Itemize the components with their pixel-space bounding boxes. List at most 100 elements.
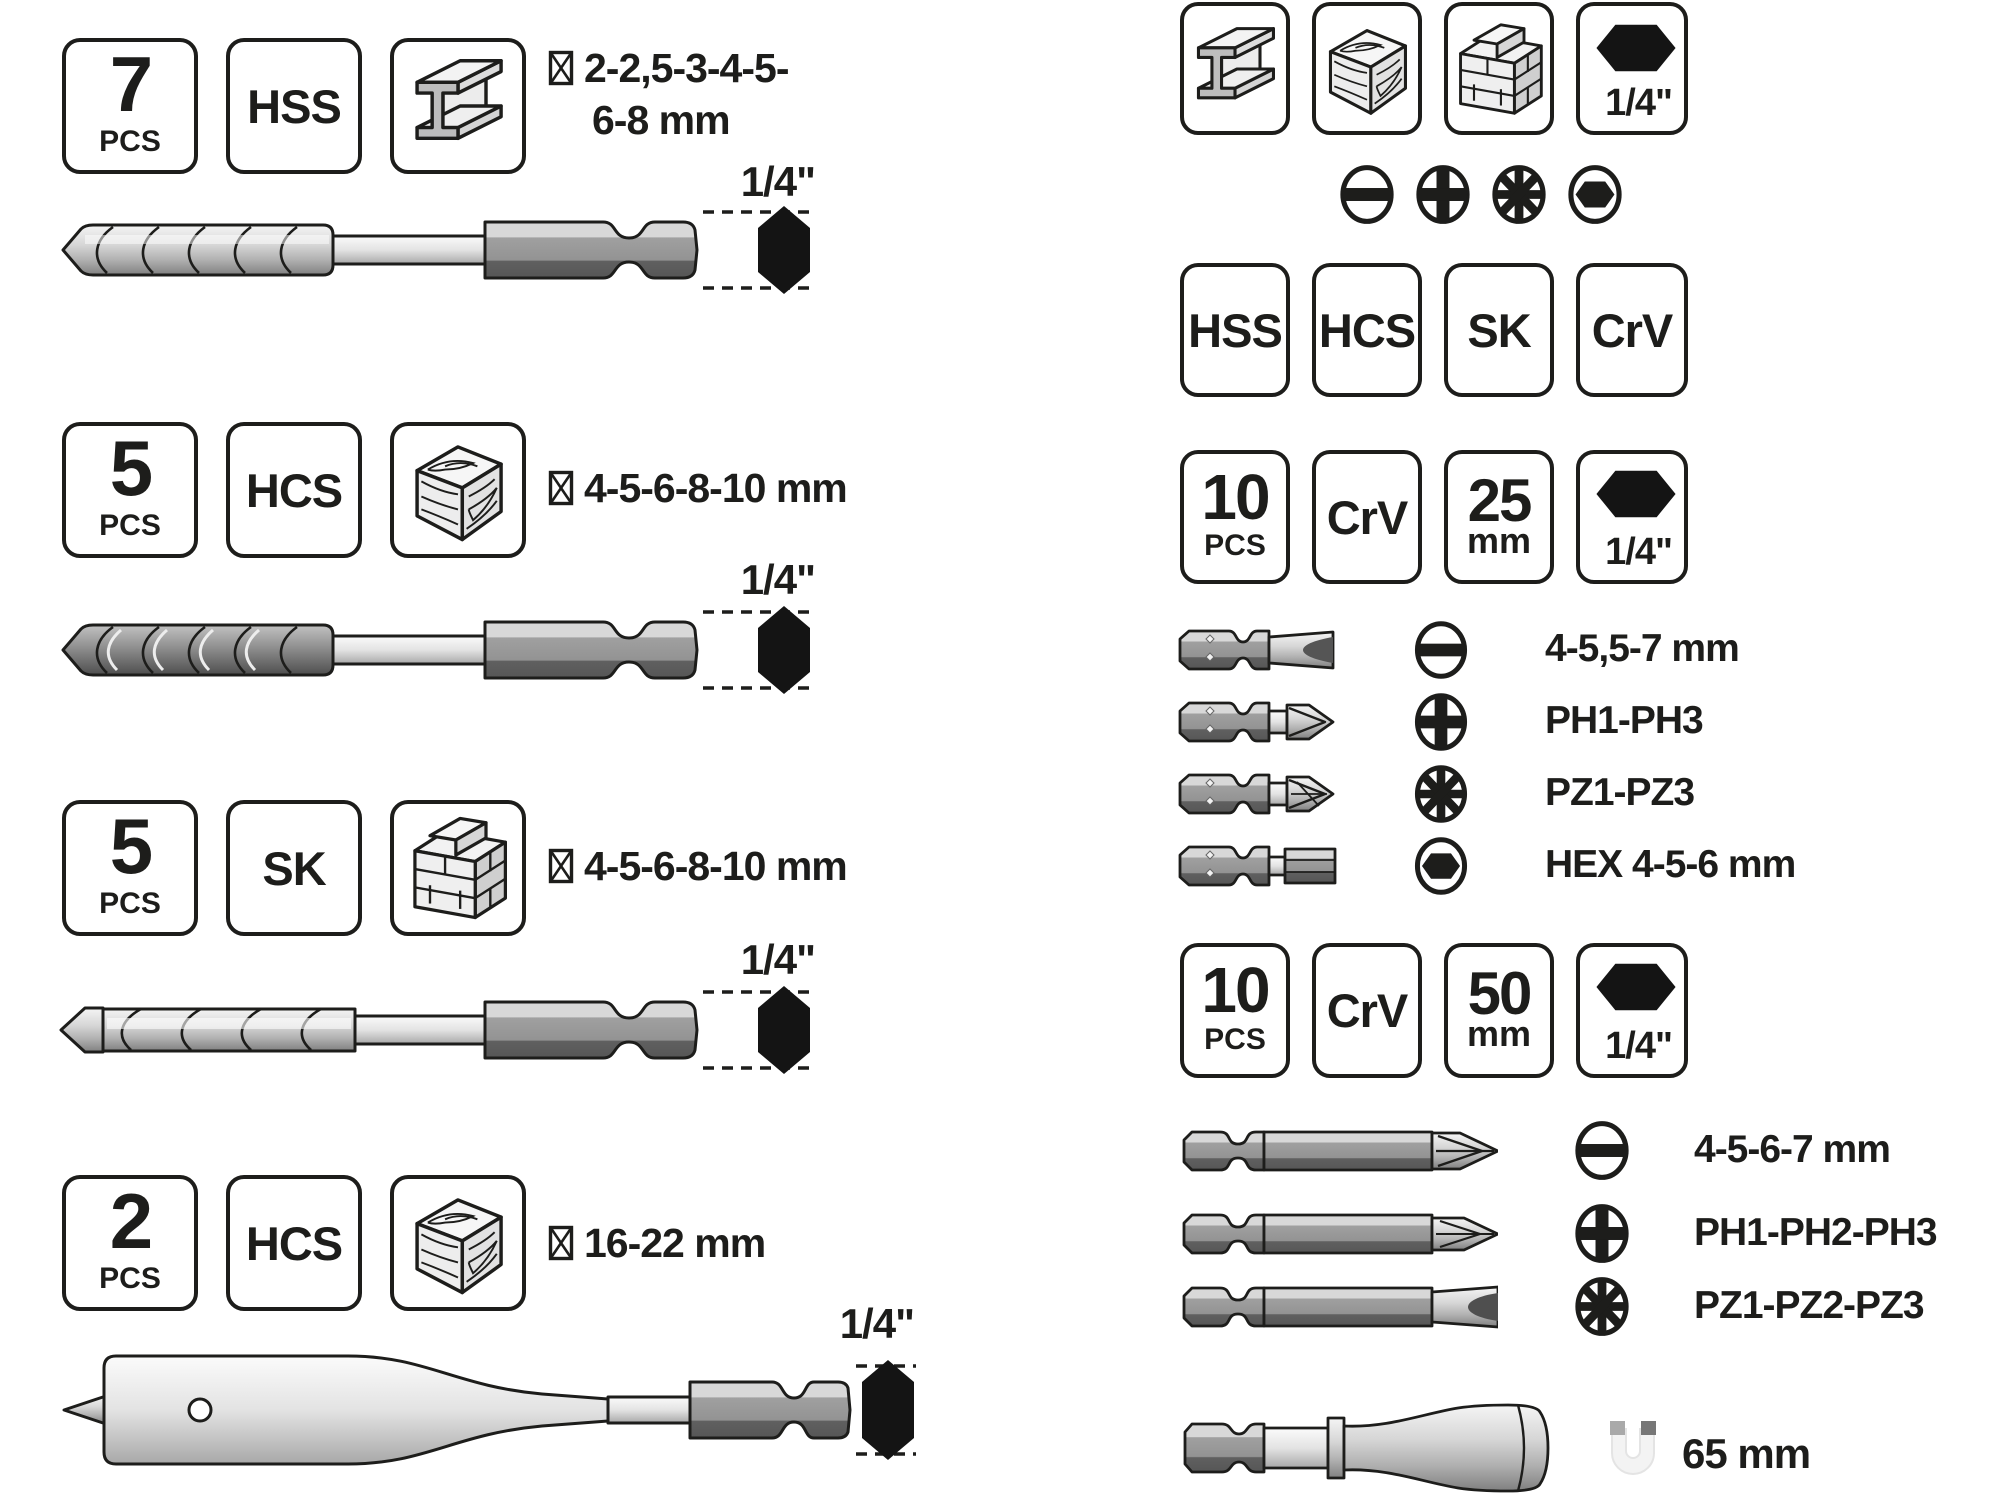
diameter-text-line1: 4-5-6-8-10 mm [584,842,848,889]
material-badge-hss: HSS [226,38,362,174]
steel-label: HCS [1318,303,1416,357]
shank-size-label: 1/4" [740,556,816,603]
pcs-count: 7 [109,40,153,129]
steel-badge-crv: CrV [1576,263,1688,397]
pcs-count: 2 [109,1177,153,1266]
shank-size-label: 1/4" [1605,1025,1673,1067]
hex-size-marker [862,1360,914,1460]
shank-badge-25: 1/4" [1576,450,1688,584]
surface-badge-metal-r [1180,2,1290,135]
hex-size-marker [758,986,810,1074]
material-label: HSS [247,79,342,133]
wood-icon [1317,19,1417,119]
holder-length-label: 65 mm [1682,1430,1811,1477]
pcs-unit: PCS [99,124,161,158]
bit25-phillips-illustration [1178,701,1335,743]
wood-icon [402,1187,514,1299]
surface-badge-wood-2 [390,1175,526,1311]
material-label: HCS [245,1216,343,1270]
hex-shank-icon [1593,961,1679,1013]
length-value: 25 [1467,466,1533,534]
surface-badge-brick-r [1444,2,1554,135]
pozidriv-drive-icon [1412,763,1470,825]
magnet-icon [1600,1417,1666,1479]
pozidriv-drive-icon [1489,163,1549,226]
material-badge-spade: HCS [226,1175,362,1311]
length-unit: mm [1466,1013,1532,1055]
phillips-drive-icon [1572,1202,1632,1265]
length-badge-25: 25 mm [1444,450,1554,584]
pozidriv-drive-icon [1572,1275,1632,1338]
surface-badge-wood-r [1312,2,1422,135]
hss-twist-drill-illustration [61,206,811,294]
length-unit: mm [1466,519,1532,561]
diameter-icon [548,470,574,506]
diameter-text-line2: 6-8 mm [592,96,731,143]
pcs-count: 10 [1201,954,1270,1027]
bit-range-label: 4-5,5-7 mm [1545,627,1740,670]
shank-size-label: 1/4" [740,158,816,205]
hex-drive-icon [1565,163,1625,226]
shank-size-label: 1/4" [1605,82,1673,124]
bit25-hex-illustration [1178,845,1337,887]
steel-label: SK [1467,303,1531,357]
bit50-illustration-2 [1182,1213,1498,1255]
pcs-unit: PCS [1204,1022,1266,1056]
pcs-unit: PCS [99,1261,161,1295]
shank-badge-top: 1/4" [1576,2,1688,135]
steel-badge-25: CrV [1312,450,1422,584]
hcs-twist-drill-illustration [61,606,811,694]
metal-icon [402,50,514,162]
hex-size-marker [758,206,810,294]
material-label: HCS [245,463,343,517]
steel-badge-50: CrV [1312,943,1422,1078]
bit-range-label: PZ1-PZ3 [1545,771,1695,814]
pcs-count: 5 [109,424,153,513]
pcs-badge-25: 10 PCS [1180,450,1290,584]
hex-shank-icon [1593,22,1679,74]
material-badge-sk: SK [226,800,362,936]
pcs-unit: PCS [1204,529,1266,563]
phillips-drive-icon [1413,163,1473,226]
diameter-range-sk: 4-5-6-8-10 mm [548,840,848,892]
diameter-range-hss: 2-2,5-3-4-5- 6-8 mm [548,42,789,146]
pcs-badge-hss: 7 PCS [62,38,198,174]
surface-badge-wood [390,422,526,558]
pcs-unit: PCS [99,508,161,542]
steel-label: CrV [1326,490,1409,544]
shank-size-label: 1/4" [839,1300,915,1347]
diameter-text-line1: 2-2,5-3-4-5- [584,44,789,91]
wood-icon [402,434,514,546]
sk-masonry-drill-illustration [59,986,811,1074]
bit-range-label: 4-5-6-7 mm [1694,1128,1891,1171]
shank-badge-50: 1/4" [1576,943,1688,1078]
spade-bit-illustration [62,1354,916,1466]
slotted-drive-icon [1412,619,1470,681]
steel-badge-hss: HSS [1180,263,1290,397]
diameter-text-line1: 4-5-6-8-10 mm [584,464,848,511]
hex-shank-icon [1593,468,1679,520]
diameter-range-spade: 16-22 mm [548,1217,766,1269]
bit25-slotted-illustration [1178,629,1335,671]
pcs-count: 5 [109,802,153,891]
pcs-count: 10 [1201,460,1270,533]
bit-range-label: PH1-PH3 [1545,699,1704,742]
steel-badge-hcs: HCS [1312,263,1422,397]
pcs-badge-sk: 5 PCS [62,800,198,936]
diameter-range-hcs: 4-5-6-8-10 mm [548,462,848,514]
bit-range-label: HEX 4-5-6 mm [1545,843,1796,886]
pcs-badge-spade: 2 PCS [62,1175,198,1311]
length-badge-50: 50 mm [1444,943,1554,1078]
material-label: SK [262,841,326,895]
steel-badge-sk: SK [1444,263,1554,397]
brick-icon [1449,19,1549,119]
diameter-icon [548,1225,574,1261]
diameter-icon [548,848,574,884]
shank-size-label: 1/4" [740,936,816,983]
pcs-badge-hcs: 5 PCS [62,422,198,558]
surface-badge-brick [390,800,526,936]
diameter-icon [548,50,574,86]
bit25-pozidriv-illustration [1178,773,1335,815]
bit50-illustration-1 [1182,1130,1498,1172]
